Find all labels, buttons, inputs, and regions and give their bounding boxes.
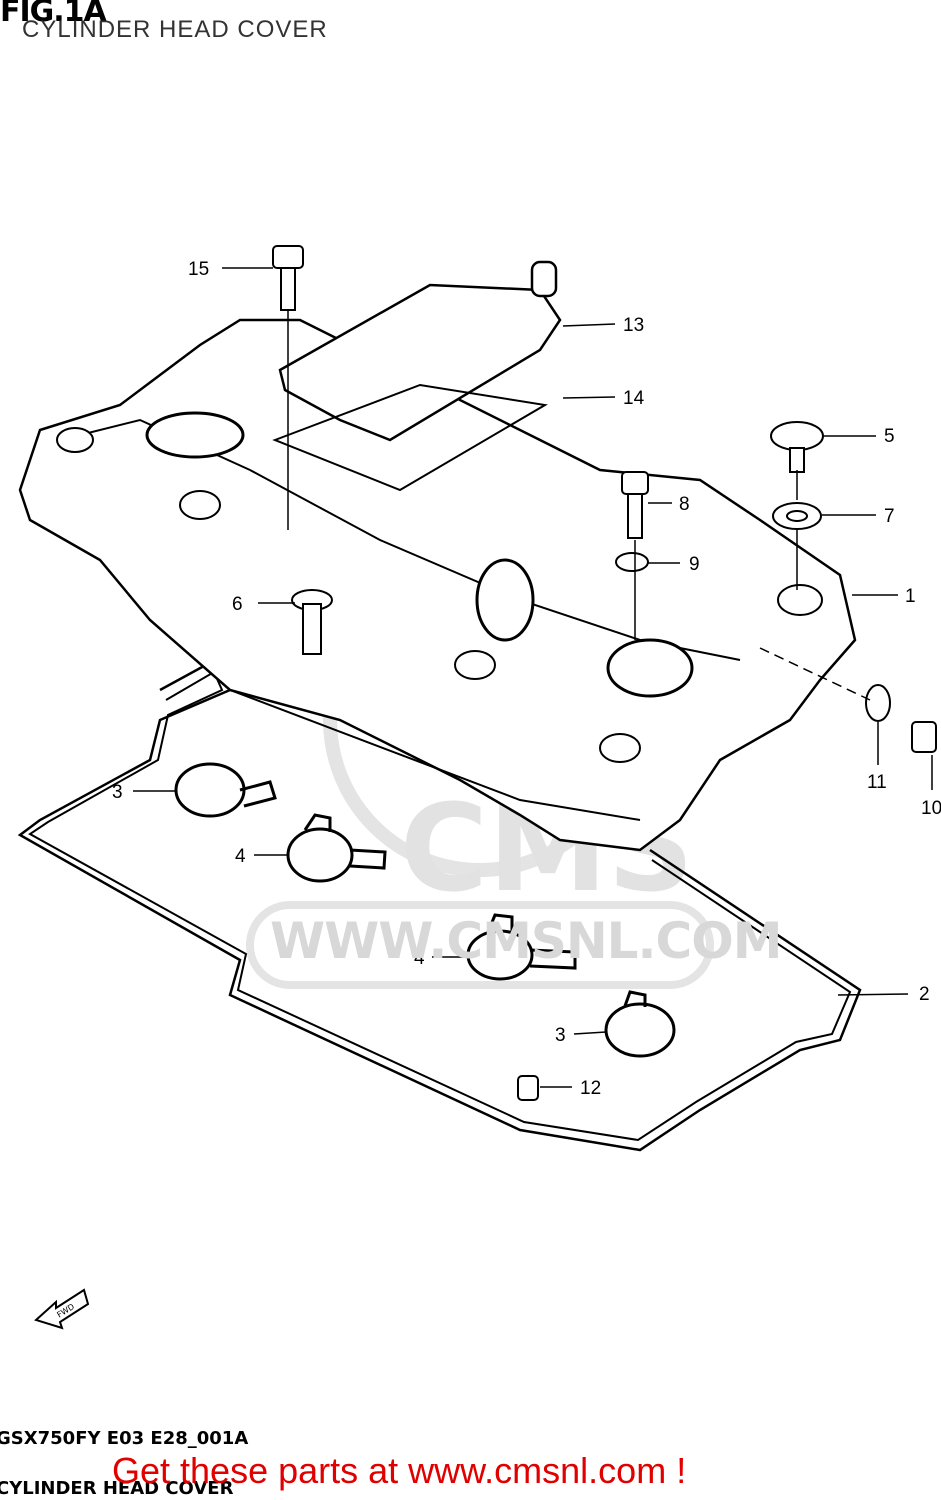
callout-4-bottom: 4 — [414, 948, 425, 969]
bolt-boss-1 — [179, 490, 221, 520]
leader-lines — [133, 267, 933, 1088]
plug-10 — [911, 721, 937, 753]
callout-10: 10 — [921, 798, 941, 819]
plug-hole-2 — [475, 558, 535, 642]
callout-12: 12 — [580, 1078, 601, 1099]
promo-link[interactable]: Get these parts at www.cmsnl.com ! — [112, 1450, 687, 1491]
callout-4-top: 4 — [235, 846, 246, 867]
gasket-inner-line — [28, 670, 852, 1142]
bolt-boss-4 — [56, 427, 94, 453]
callout-2: 2 — [919, 984, 930, 1005]
plug-gasket-3-top — [174, 762, 277, 818]
breather-gasket — [272, 383, 548, 492]
callout-14: 14 — [623, 388, 645, 409]
bolt-boss-5 — [777, 584, 823, 616]
callout-3-bottom: 3 — [555, 1025, 566, 1046]
callout-3-top: 3 — [112, 782, 123, 803]
bolt-8 — [621, 471, 649, 539]
callout-1: 1 — [905, 586, 916, 607]
figure-number: FIG.1A — [0, 0, 107, 29]
plug-gasket-3-bottom — [604, 990, 676, 1058]
callout-9: 9 — [689, 554, 700, 575]
washer-11 — [865, 684, 891, 722]
callout-6: 6 — [232, 594, 243, 615]
watermark-url: WWW.CMSNL.COM — [270, 912, 782, 970]
model-code: GSX750FY E03 E28_001A — [0, 1428, 249, 1449]
fwd-arrow-icon: FWD — [34, 1288, 90, 1330]
bolt-15 — [272, 245, 304, 311]
plug-gasket-4-bottom — [466, 913, 577, 981]
cap-bolt-5 — [770, 421, 824, 473]
breather-cover — [278, 283, 562, 442]
page-title: CYLINDER HEAD COVER — [22, 16, 328, 43]
breather-nozzle — [530, 260, 558, 298]
bottom-caption: CYLINDER HEAD COVER — [0, 1478, 234, 1499]
plug-hole-3 — [606, 638, 694, 698]
washer-7 — [772, 502, 822, 530]
gasket-outline — [17, 658, 862, 1152]
cover-rail — [229, 689, 641, 821]
callout-8: 8 — [679, 494, 690, 515]
bolt-boss-3 — [599, 733, 641, 763]
washer-9 — [615, 552, 649, 572]
callout-13: 13 — [623, 315, 644, 336]
bolt-boss-2 — [454, 650, 496, 680]
callout-5: 5 — [884, 426, 895, 447]
plug-hole-1 — [145, 411, 245, 459]
bolt-6 — [291, 589, 333, 655]
dowel-12 — [517, 1075, 539, 1101]
callout-11: 11 — [867, 772, 887, 793]
assembly-lines — [287, 310, 871, 701]
callout-7: 7 — [884, 506, 895, 527]
callout-15: 15 — [188, 259, 209, 280]
